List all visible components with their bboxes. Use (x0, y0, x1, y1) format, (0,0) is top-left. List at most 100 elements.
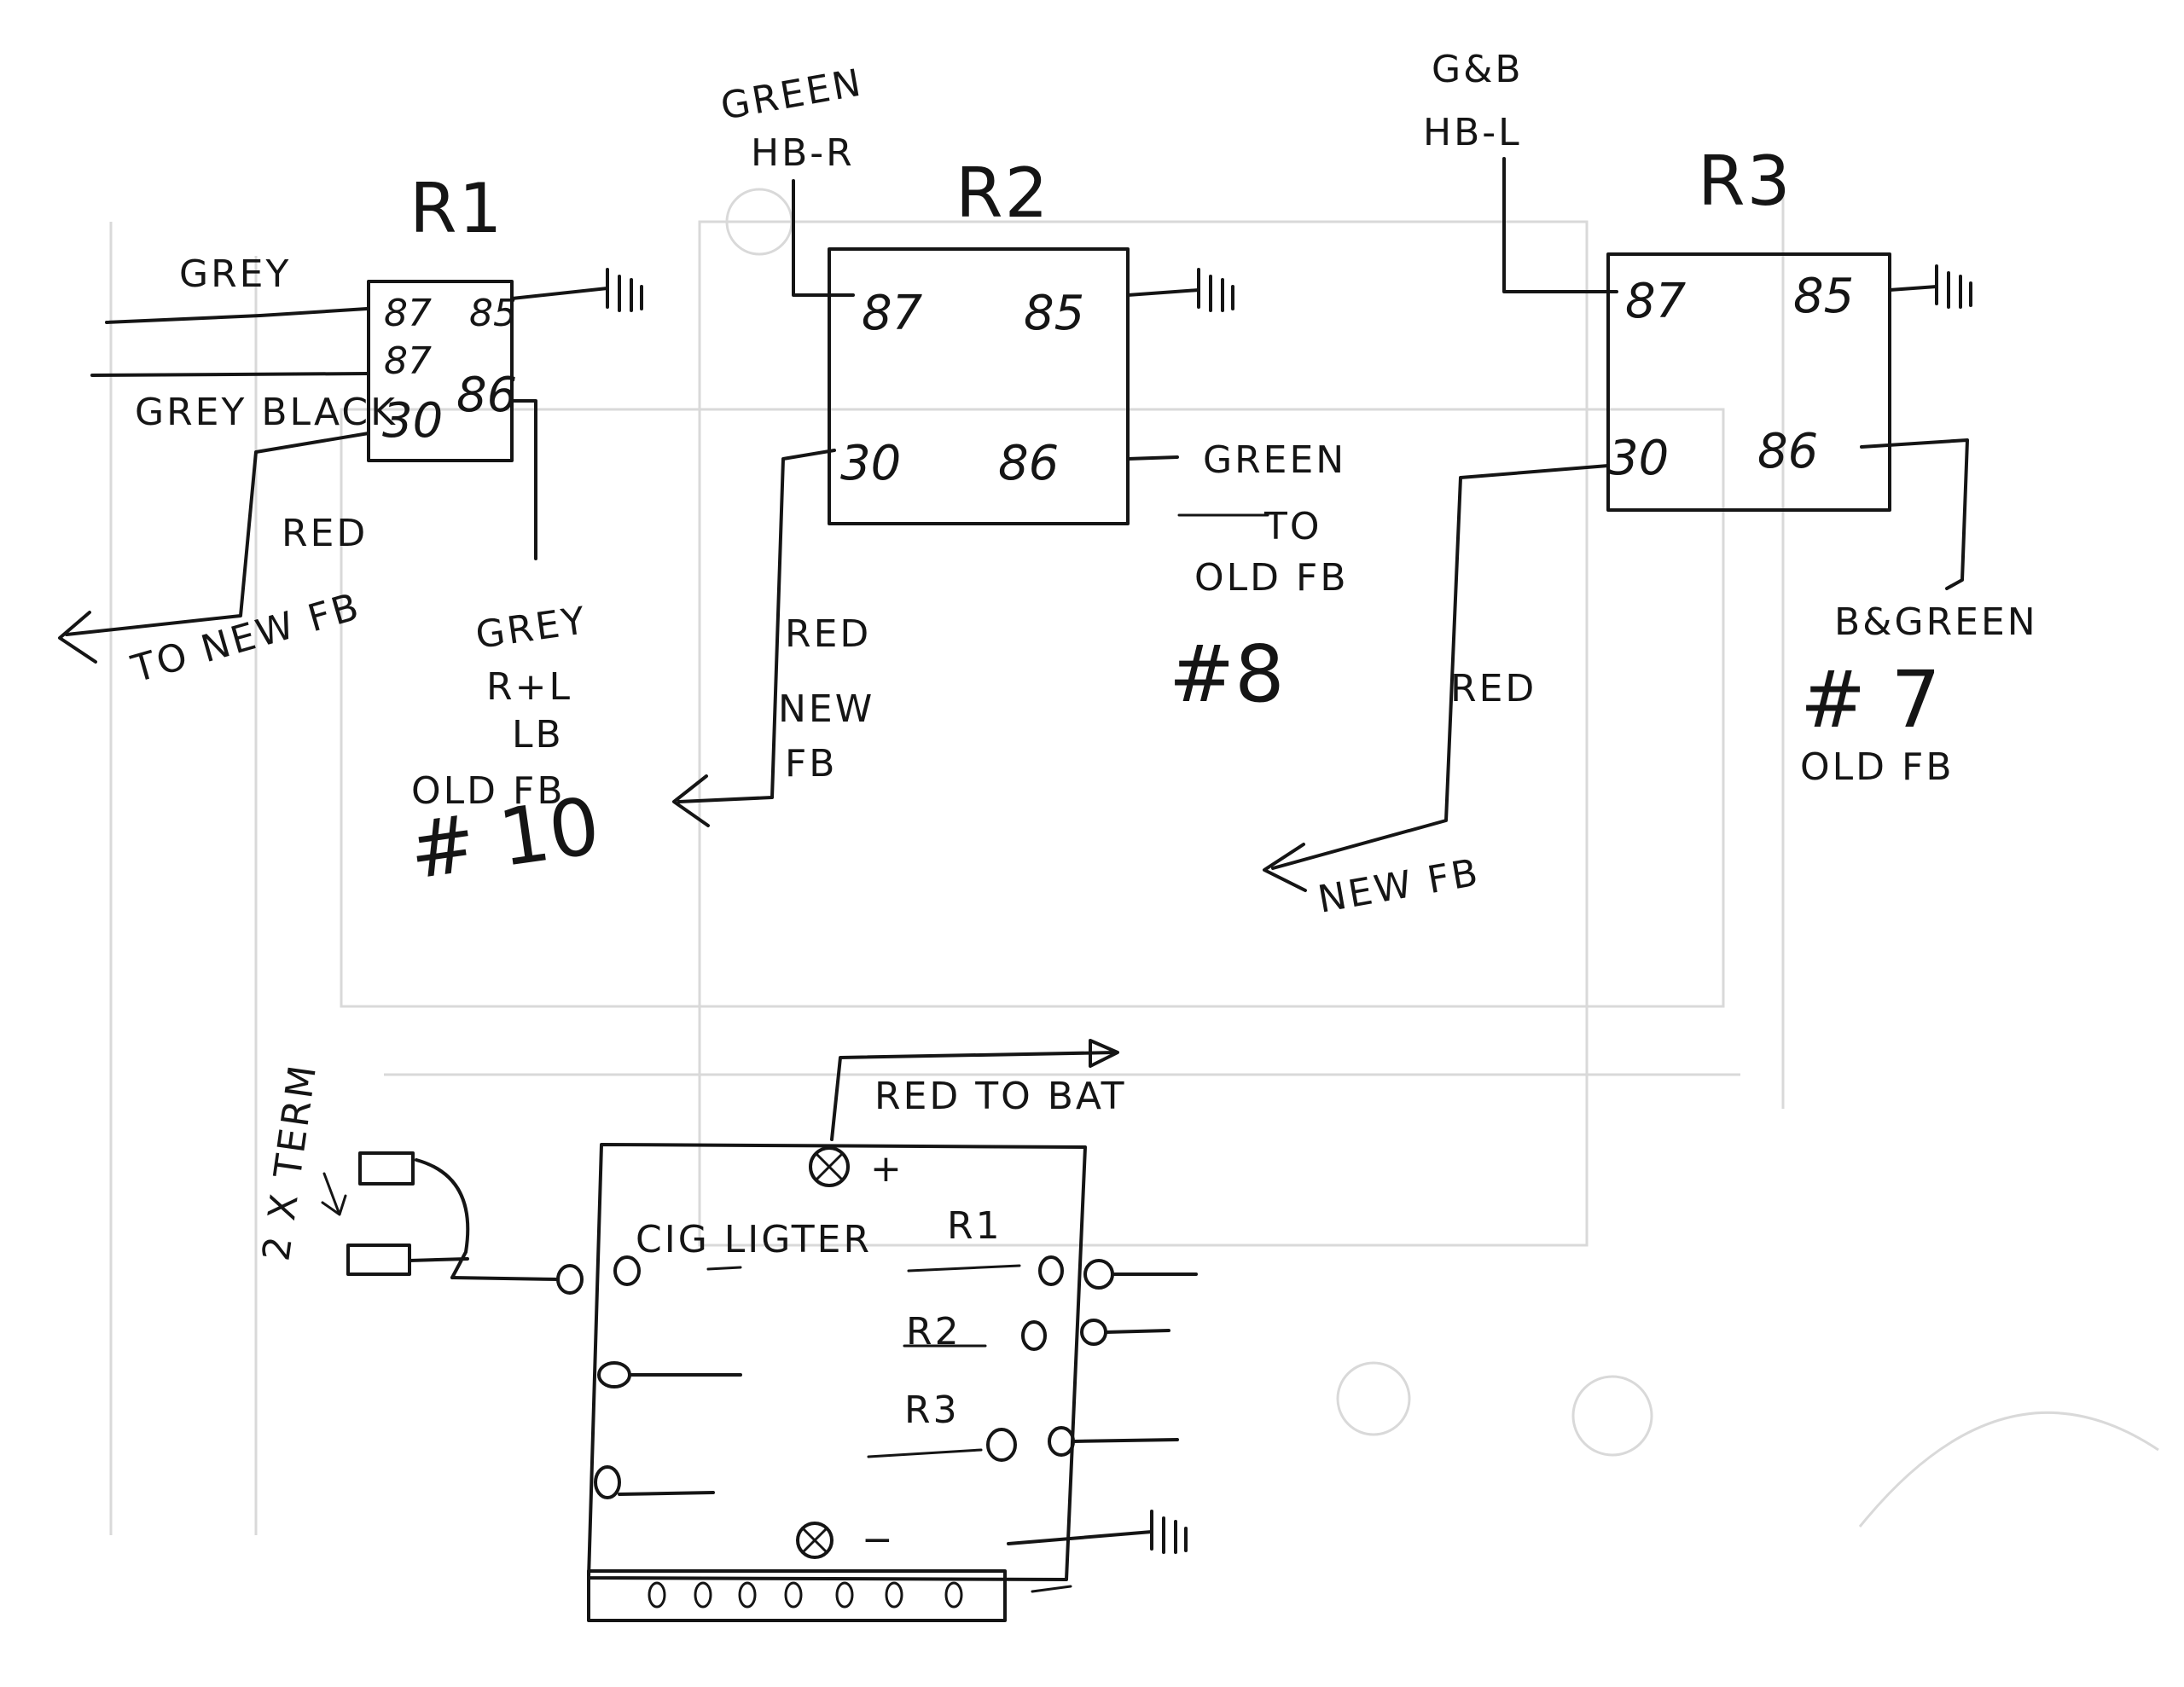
r2-86-number: #8 (1169, 629, 1285, 720)
r1-ground-wire (510, 287, 609, 300)
battery-arrow-icon (1089, 1039, 1119, 1068)
fuse-r3-label: R3 (904, 1388, 960, 1432)
cig-lighter-terminal-a (556, 1264, 584, 1295)
positive-terminal-icon (809, 1146, 850, 1187)
term-jumper (408, 1158, 470, 1279)
fuse-block-body (587, 1143, 1087, 1581)
r1-grey-black-label: GREY BLACK (135, 391, 398, 434)
r3-30-wire (1271, 464, 1610, 870)
relay-r1-pin-30: 30 (382, 393, 443, 449)
relay-r2-body (828, 247, 1130, 525)
fuse-r3-stroke (867, 1448, 983, 1458)
relay-r1-title: R1 (410, 169, 503, 248)
fuse-r1-terminal-a (1038, 1255, 1064, 1286)
fuse-block-strip (587, 1569, 1007, 1622)
r1-red-wire (65, 432, 370, 636)
relay-r2: R2 87 85 30 86 GREEN HB-R GREEN TO OLD F… (672, 61, 1349, 827)
r3-87-wire (1502, 157, 1618, 293)
fuse-r3-terminal-a (986, 1428, 1017, 1462)
r1-86-label-2: R+L (486, 665, 572, 709)
fuse-left-terminal-b (594, 1465, 621, 1499)
r2-87-wire (792, 179, 855, 297)
fuse-r2-terminal-b (1080, 1319, 1107, 1346)
r2-86-wire (1126, 455, 1179, 461)
background-show-through (109, 188, 2159, 1535)
r3-ground-wire (1888, 285, 1938, 292)
cig-lighter-terminal-b (613, 1255, 641, 1286)
r3-86-label-1: B&GREEN (1834, 600, 2038, 644)
r3-source-label-1: G&B (1432, 48, 1524, 91)
relay-r3-pin-30: 30 (1608, 431, 1669, 486)
cig-lighter-wire (450, 1276, 560, 1281)
relay-r1-pin-87-bottom: 87 (384, 339, 432, 383)
r2-30-label-2: NEW (778, 687, 874, 731)
r2-source-label-2: HB-R (751, 131, 855, 175)
relay-r3-body (1606, 252, 1891, 512)
r2-86-label-2: TO (1263, 505, 1322, 548)
relay-r3-pin-86: 86 (1757, 424, 1818, 479)
r1-red-dest-label: TO NEW FB (126, 584, 366, 691)
relay-r2-title: R2 (956, 154, 1049, 233)
fuse-r2-wire (1104, 1329, 1170, 1334)
r1-86-label-4: OLD FB (411, 769, 566, 813)
r1-86-label-3: LB (512, 713, 564, 757)
positive-label: + (870, 1147, 904, 1191)
r3-86-label-3: OLD FB (1800, 745, 1955, 789)
r3-86-label-2: # 7 (1800, 654, 1941, 745)
r2-30-arrow-icon (672, 774, 710, 827)
relay-r3: R3 87 85 30 86 G&B HB-L RED NEW FB B&GRE… (1263, 48, 2038, 922)
term-connector-top (358, 1151, 415, 1186)
ground-icon (1150, 1510, 1188, 1554)
relay-r2-pin-85: 85 (1024, 286, 1084, 341)
relay-r3-title: R3 (1698, 142, 1792, 221)
relay-r1-pin-85: 85 (469, 292, 517, 335)
r2-86-label-3: OLD FB (1194, 556, 1349, 600)
r2-source-label-1: GREEN (717, 61, 866, 128)
relay-r2-pin-86: 86 (998, 436, 1059, 491)
term-connector-bottom (346, 1244, 411, 1276)
r2-ground-icon (1197, 268, 1234, 312)
negative-terminal-icon (796, 1522, 834, 1559)
r1-red-label: RED (282, 512, 368, 555)
r3-ground-icon (1935, 264, 1972, 309)
ground-wire (1007, 1530, 1153, 1545)
r3-source-label-2: HB-L (1423, 111, 1522, 154)
r1-grey-label: GREY (179, 252, 291, 296)
battery-wire (830, 1051, 1118, 1141)
term-label: 2 X TERM (254, 1060, 325, 1263)
r3-30-dest-label: NEW FB (1315, 850, 1484, 922)
r3-30-label: RED (1450, 667, 1536, 710)
r1-86-label-1: GREY (473, 599, 590, 658)
fuse-strip-terminals (648, 1581, 963, 1609)
negative-label: − (862, 1518, 896, 1562)
r3-30-arrow-icon (1263, 843, 1307, 892)
r1-red-arrow-icon (58, 611, 97, 664)
r2-86-label-1: GREEN (1203, 438, 1346, 482)
fuse-r1-label: R1 (947, 1204, 1002, 1248)
r3-86-wire (1860, 438, 1969, 590)
relay-r1-pin-87-top: 87 (384, 292, 432, 335)
relay-r1-pin-86: 86 (456, 368, 517, 423)
relay-r3-pin-87: 87 (1625, 274, 1687, 329)
fuse-strip-lead (1031, 1585, 1072, 1593)
r1-86-wire (510, 399, 537, 560)
fuse-r1-stroke (907, 1264, 1021, 1272)
fuse-block: RED TO BAT + − CIG LIGTER 2 X TERM R1 R2 (254, 1039, 1198, 1622)
r1-grey-black-wire (90, 372, 370, 377)
r2-30-label-1: RED (785, 612, 871, 656)
fuse-r3-terminal-b (1048, 1426, 1075, 1457)
relay-r1: R1 87 85 87 86 30 GREY GREY BLACK RED TO… (58, 169, 643, 897)
fuse-r2-terminal-a (1021, 1320, 1047, 1351)
r1-ground-icon (606, 268, 643, 312)
battery-label: RED TO BAT (874, 1075, 1126, 1118)
term-arrow-icon (321, 1172, 347, 1216)
relay-r2-pin-87: 87 (862, 286, 923, 341)
r1-grey-wire (105, 307, 369, 324)
fuse-r1-terminal-b (1083, 1259, 1114, 1290)
relay-r1-body (367, 280, 514, 462)
r2-30-label-3: FB (785, 742, 838, 786)
r2-ground-wire (1126, 288, 1200, 297)
fuse-r3-wire (1072, 1438, 1179, 1443)
relay-r2-pin-30: 30 (840, 436, 901, 491)
